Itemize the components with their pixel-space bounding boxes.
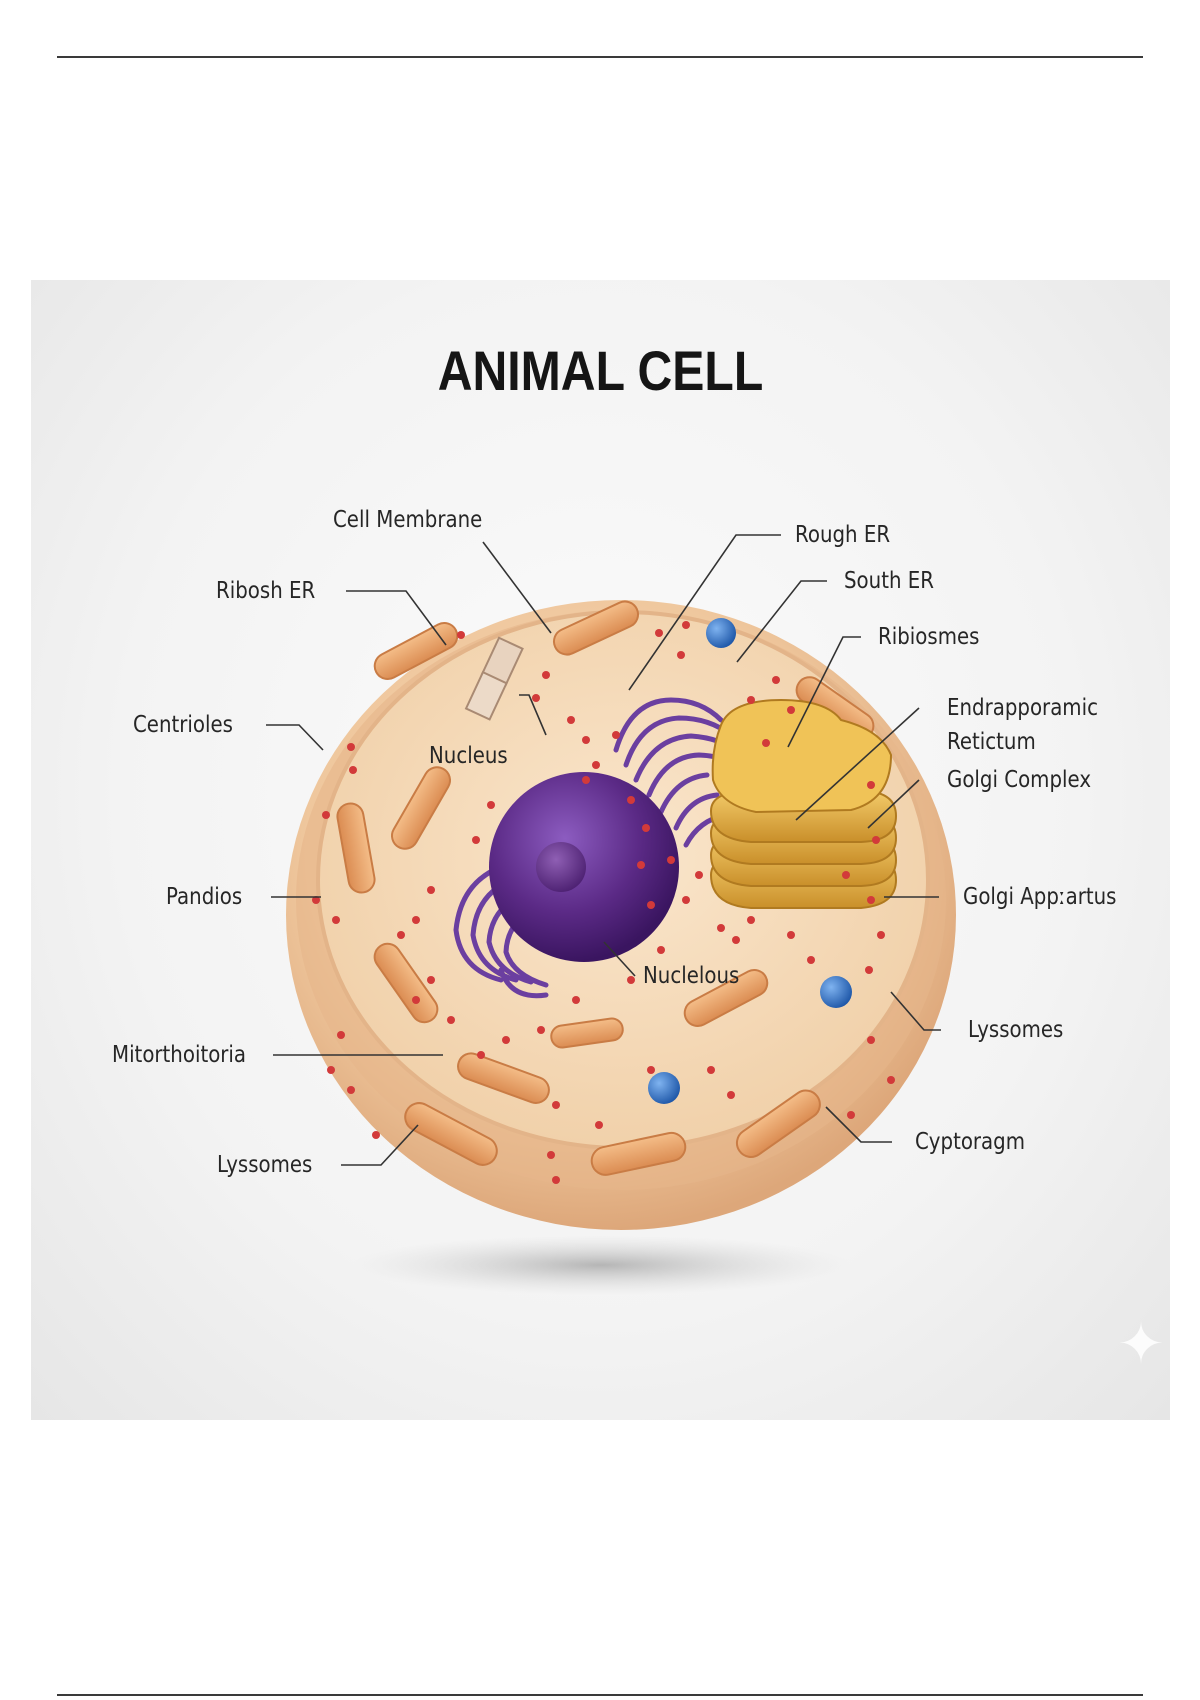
mitochondrion xyxy=(550,1017,624,1049)
label-lyssomes-right: Lyssomes xyxy=(968,1017,1064,1043)
leader-ribosh-er xyxy=(346,590,447,646)
rough-er-strands xyxy=(613,697,746,848)
label-nucleus: Nucleus xyxy=(429,743,508,769)
chromatin-strand xyxy=(453,862,509,983)
centriole xyxy=(464,636,524,721)
label-cell-membrane: Cell Membrane xyxy=(333,507,483,533)
label-nuclelous: Nuclelous xyxy=(643,963,740,989)
mitochondrion xyxy=(373,942,439,1024)
mitochondrion xyxy=(404,1102,498,1166)
mitochondrion xyxy=(552,600,640,656)
label-retictum: Retictum xyxy=(947,729,1036,755)
er-strand xyxy=(623,715,734,768)
label-golgi-appartus: Golgi Appːartus xyxy=(963,884,1117,910)
leader-ribiosmes xyxy=(787,636,861,748)
leader-cell-membrane xyxy=(482,541,552,634)
leader-centrioles xyxy=(266,724,324,751)
mitochondrion xyxy=(391,766,451,850)
label-lyssomes-left: Lyssomes xyxy=(217,1152,313,1178)
label-ribosh-er: Ribosh ER xyxy=(216,578,316,604)
leader-nuclelous xyxy=(603,941,636,977)
leader-lyssomes-right xyxy=(890,991,941,1031)
leader-golgi-complex xyxy=(867,779,920,829)
label-mitorthoitoria: Mitorthoitoria xyxy=(112,1042,247,1068)
label-south-er: South ER xyxy=(844,568,935,594)
er-strand xyxy=(673,792,720,831)
label-cytoragm: Cyptoragm xyxy=(915,1129,1026,1155)
lysosome xyxy=(648,1072,680,1104)
diagram-title: ANIMAL CELL xyxy=(437,339,764,402)
lysosomes xyxy=(648,618,852,1104)
sparkle-icon: ✦ xyxy=(1117,1312,1165,1377)
diagram-panel: ANIMAL CELL Cell Membrane Ribosh ER Cent… xyxy=(31,280,1170,1420)
mitochondrion xyxy=(336,802,376,894)
mitochondrion xyxy=(373,621,459,681)
label-ribiosmes: Ribiosmes xyxy=(878,624,980,650)
cell-shadow xyxy=(351,1235,851,1295)
mitochondrion xyxy=(590,1131,687,1176)
leader-cytoragm xyxy=(825,1106,892,1143)
mitochondrion xyxy=(457,1052,550,1104)
label-pandios: Pandios xyxy=(166,884,243,910)
label-endrapporamic: Endrapporamic xyxy=(947,695,1098,721)
er-strand xyxy=(613,697,724,753)
leader-south-er xyxy=(736,580,827,663)
leader-rough-er xyxy=(628,534,781,691)
er-strand xyxy=(658,772,710,815)
label-rough-er: Rough ER xyxy=(795,522,891,548)
leader-lines xyxy=(266,534,941,1166)
leader-endrapporamic xyxy=(795,707,920,821)
nucleus xyxy=(489,772,679,962)
ribosomes xyxy=(312,621,895,1184)
label-centrioles: Centrioles xyxy=(133,712,233,738)
lysosome xyxy=(820,976,852,1008)
nucleolus xyxy=(536,842,586,892)
leader-lyssomes-left xyxy=(341,1124,419,1166)
bottom-rule xyxy=(57,1694,1143,1696)
cell-illustration xyxy=(266,534,956,1295)
top-rule xyxy=(57,56,1143,58)
mitochondrion xyxy=(683,968,769,1028)
chromatin-strand xyxy=(498,967,549,999)
golgi-apparatus xyxy=(709,698,898,909)
label-golgi-complex: Golgi Complex xyxy=(947,767,1092,793)
mitochondrion xyxy=(735,1089,821,1158)
lysosome xyxy=(706,618,736,648)
leader-nucleus xyxy=(519,694,547,736)
